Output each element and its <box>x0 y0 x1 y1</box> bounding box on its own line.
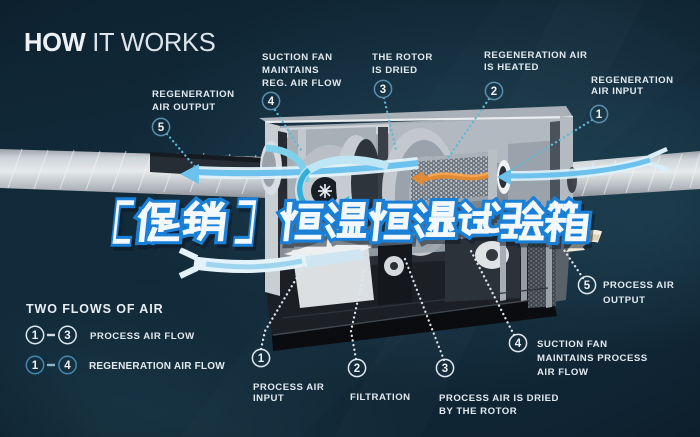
svg-text:REGENERATION AIR FLOW: REGENERATION AIR FLOW <box>89 361 225 372</box>
svg-text:IS HEATED: IS HEATED <box>484 62 539 73</box>
svg-text:HOW IT WORKS: HOW IT WORKS <box>24 29 215 57</box>
svg-text:TWO FLOWS OF AIR: TWO FLOWS OF AIR <box>26 302 164 316</box>
svg-text:IS DRIED: IS DRIED <box>372 65 418 76</box>
svg-text:FILTRATION: FILTRATION <box>350 392 411 403</box>
svg-text:4: 4 <box>268 96 275 108</box>
svg-text:MAINTAINS PROCESS: MAINTAINS PROCESS <box>537 353 648 364</box>
svg-text:OUTPUT: OUTPUT <box>603 295 645 306</box>
svg-text:AIR OUTPUT: AIR OUTPUT <box>152 102 216 113</box>
svg-text:3: 3 <box>442 363 448 375</box>
svg-text:REG. AIR FLOW: REG. AIR FLOW <box>262 78 342 89</box>
svg-text:PROCESS AIR: PROCESS AIR <box>603 280 674 291</box>
svg-text:3: 3 <box>380 84 386 96</box>
svg-text:SUCTION FAN: SUCTION FAN <box>262 52 333 63</box>
svg-text:1: 1 <box>32 330 39 342</box>
svg-text:BY THE ROTOR: BY THE ROTOR <box>439 406 517 417</box>
svg-text:REGENERATION: REGENERATION <box>152 89 235 100</box>
svg-text:5: 5 <box>158 122 165 134</box>
svg-text:1: 1 <box>32 360 39 372</box>
svg-text:1: 1 <box>596 109 603 121</box>
svg-text:2: 2 <box>491 86 497 98</box>
svg-text:SUCTION FAN: SUCTION FAN <box>537 339 608 350</box>
svg-text:THE ROTOR: THE ROTOR <box>372 52 433 63</box>
svg-text:3: 3 <box>64 330 70 342</box>
svg-text:4: 4 <box>64 360 71 372</box>
svg-text:5: 5 <box>584 280 591 292</box>
svg-text:PROCESS AIR: PROCESS AIR <box>253 382 324 393</box>
svg-text:INPUT: INPUT <box>253 393 284 404</box>
svg-text:1: 1 <box>258 353 265 365</box>
svg-text:MAINTAINS: MAINTAINS <box>262 65 319 76</box>
svg-text:2: 2 <box>354 363 360 375</box>
svg-text:PROCESS AIR FLOW: PROCESS AIR FLOW <box>90 331 195 342</box>
svg-text:AIR FLOW: AIR FLOW <box>537 367 589 378</box>
svg-text:REGENERATION AIR: REGENERATION AIR <box>484 50 587 61</box>
svg-text:PROCESS AIR IS DRIED: PROCESS AIR IS DRIED <box>439 393 559 404</box>
svg-text:4: 4 <box>515 338 522 350</box>
svg-text:AIR INPUT: AIR INPUT <box>591 86 643 97</box>
svg-text:REGENERATION: REGENERATION <box>591 75 674 86</box>
